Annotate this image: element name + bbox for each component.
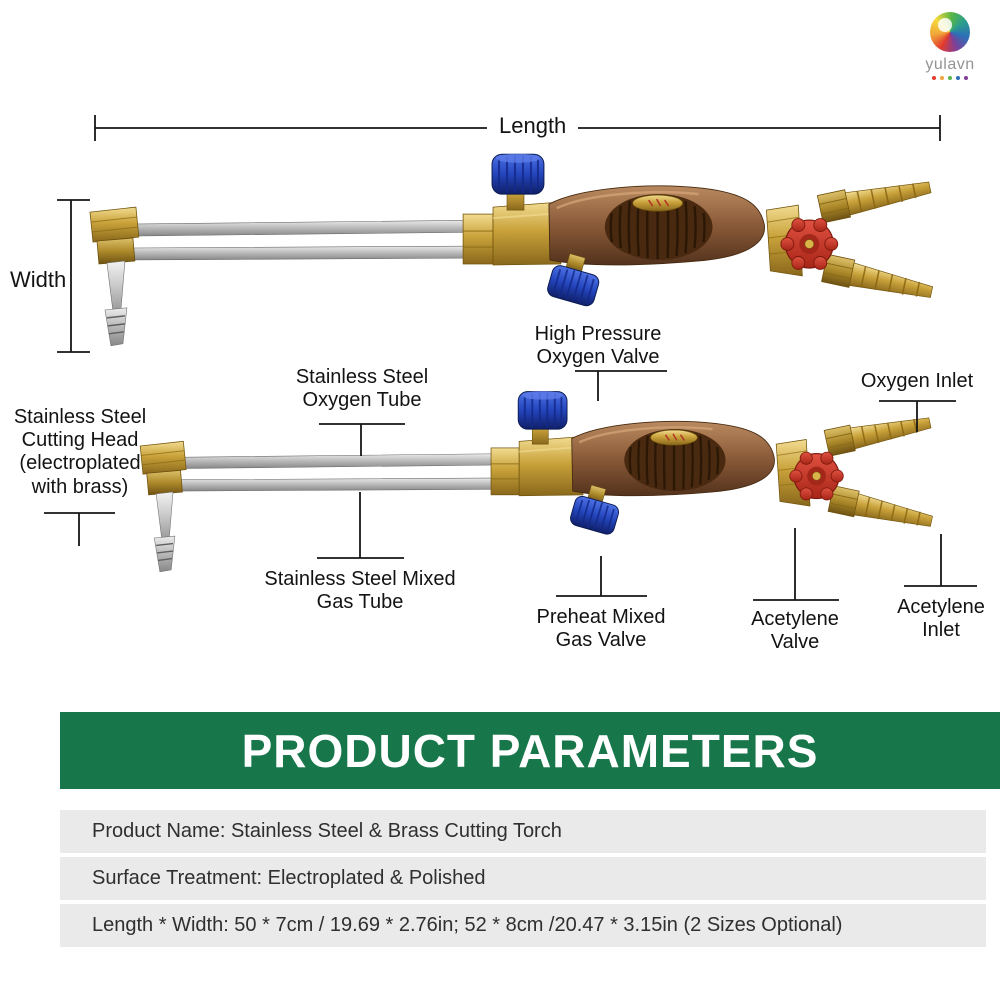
callout-acetylene-valve: Acetylene Valve — [751, 608, 839, 654]
width-dimension-label: Width — [10, 267, 67, 292]
parameter-row-product-name: Product Name: Stainless Steel & Brass Cu… — [60, 810, 986, 853]
brand-pinwheel-icon — [930, 12, 970, 52]
callout-high-pressure-oxygen-valve: High Pressure Oxygen Valve — [534, 323, 662, 369]
parameter-row-surface-treatment: Surface Treatment: Electroplated & Polis… — [60, 857, 986, 900]
callout-stainless-steel-oxygen-tube: Stainless Steel Oxygen Tube — [295, 366, 429, 412]
callout-oxygen-inlet: Oxygen Inlet — [860, 370, 974, 392]
brand-logo: yulavn — [914, 12, 986, 80]
callout-stainless-steel-mixed-gas-tube: Stainless Steel Mixed Gas Tube — [264, 568, 456, 614]
callout-preheat-mixed-gas-valve: Preheat Mixed Gas Valve — [536, 606, 666, 652]
parameter-row-length-width: Length * Width: 50 * 7cm / 19.69 * 2.76i… — [60, 904, 986, 947]
brand-name: yulavn — [925, 56, 975, 73]
parameters-title: PRODUCT PARAMETERS — [241, 724, 819, 777]
length-dimension-label: Length — [487, 113, 579, 139]
cutting-torch-photo-top — [88, 148, 936, 358]
callout-stainless-steel-cutting-head: Stainless Steel Cutting Head (electropla… — [13, 406, 147, 498]
callout-acetylene-inlet: Acetylene Inlet — [897, 596, 985, 642]
brand-tagline-dots — [914, 76, 986, 80]
parameters-banner: PRODUCT PARAMETERS — [60, 712, 1000, 789]
cutting-torch-photo-bottom — [138, 386, 936, 583]
